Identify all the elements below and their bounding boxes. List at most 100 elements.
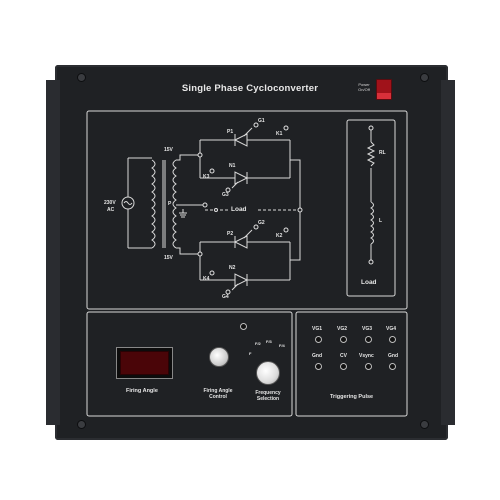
load-box-label: Load — [361, 279, 377, 286]
label-k2: K2 — [276, 233, 283, 239]
primary-leads — [128, 157, 152, 249]
gate-g4 — [231, 283, 239, 291]
label-k3: K3 — [203, 174, 210, 180]
label-k4: K4 — [203, 276, 210, 282]
trig-terminal-vg4[interactable] — [389, 336, 396, 343]
terminal-k3[interactable] — [209, 168, 215, 174]
terminal-top-in[interactable] — [197, 152, 203, 158]
load-terminal-top[interactable] — [368, 125, 374, 131]
gate-g1 — [243, 127, 253, 137]
label-k1: K1 — [276, 131, 283, 137]
firing-angle-label: Firing Angle — [126, 388, 158, 394]
trig-terminal-vg3[interactable] — [365, 336, 372, 343]
trig-terminal-gnd1[interactable] — [315, 363, 322, 370]
gate-g3 — [231, 181, 239, 189]
load-terminal-bottom[interactable] — [368, 259, 374, 265]
load-l-label: L — [379, 218, 383, 224]
trig-label-gnd2: Gnd — [388, 353, 398, 359]
frequency-selection-knob[interactable] — [256, 361, 280, 385]
trig-terminal-vsync[interactable] — [365, 363, 372, 370]
terminal-k4[interactable] — [209, 270, 215, 276]
terminal-k1[interactable] — [283, 125, 289, 131]
center-tap-label: P — [168, 201, 172, 207]
screw-top-left — [77, 73, 86, 82]
load-box — [346, 119, 396, 297]
firing-angle-control-label: Firing Angle Control — [203, 388, 233, 400]
trig-label-vg3: VG3 — [362, 326, 373, 332]
power-label-line1: Power — [358, 82, 370, 87]
resistor-rl-icon — [366, 141, 376, 167]
bottom-secondary-lead — [176, 247, 200, 255]
triggering-box — [295, 311, 408, 417]
load-label: Load — [231, 206, 247, 213]
freq-pos-2: F/3 — [266, 339, 272, 344]
label-g4: G4 — [222, 294, 229, 300]
freq-pos-3: F/4 — [279, 343, 285, 348]
trig-terminal-cv[interactable] — [340, 363, 347, 370]
trig-label-cv: CV — [340, 353, 347, 359]
display-screen — [120, 351, 169, 375]
label-p2: P2 — [227, 231, 234, 237]
label-g2: G2 — [258, 220, 265, 226]
frequency-selection-label: Frequency Selection — [252, 390, 284, 402]
load-rl-label: RL — [379, 150, 386, 156]
label-g1: G1 — [258, 118, 265, 124]
panel-title: Single Phase Cycloconverter — [181, 83, 319, 94]
terminal-g1[interactable] — [253, 122, 259, 128]
frequency-selection-line2: Selection — [256, 396, 280, 402]
scr-p1-icon — [233, 133, 248, 147]
trig-label-gnd1: Gnd — [312, 353, 322, 359]
trig-terminal-vg2[interactable] — [340, 336, 347, 343]
right-side-rail — [441, 80, 455, 425]
trig-terminal-gnd2[interactable] — [389, 363, 396, 370]
label-p1: P1 — [227, 129, 234, 135]
terminal-g4[interactable] — [225, 289, 231, 295]
firing-angle-control-line1: Firing Angle — [203, 388, 233, 394]
screw-bottom-left — [77, 420, 86, 429]
trig-label-vg2: VG2 — [337, 326, 348, 332]
label-g3: G3 — [222, 192, 229, 198]
source-voltage: 230V — [104, 200, 116, 206]
trig-label-vg4: VG4 — [386, 326, 397, 332]
bottom-voltage: 15V — [164, 255, 173, 261]
circuit-box — [86, 110, 408, 310]
trig-label-vg1: VG1 — [312, 326, 323, 332]
control-box — [86, 311, 293, 417]
frequency-selection-line1: Frequency — [255, 390, 281, 396]
power-label: Power On/Off — [352, 82, 376, 92]
freq-pos-4: F — [249, 351, 252, 356]
firing-angle-display — [116, 347, 173, 379]
firing-angle-control-line2: Control — [209, 394, 227, 400]
label-n1: N1 — [229, 163, 236, 169]
freq-pos-1: F/2 — [255, 341, 261, 346]
top-secondary-lead — [176, 154, 200, 161]
source-type: AC — [107, 207, 115, 213]
secondary-coil — [172, 159, 177, 249]
left-side-rail — [46, 80, 60, 425]
load-dot-1 — [214, 208, 218, 212]
control-test-point[interactable] — [240, 323, 247, 330]
terminal-center[interactable] — [202, 202, 208, 208]
gate-g2 — [243, 229, 253, 239]
top-voltage: 15V — [164, 147, 173, 153]
scr-n1-icon — [234, 171, 249, 185]
ground-icon — [179, 209, 187, 218]
triggering-pulse-caption: Triggering Pulse — [330, 394, 374, 400]
power-switch[interactable] — [376, 79, 392, 100]
screw-bottom-right — [420, 420, 429, 429]
terminal-g2[interactable] — [253, 224, 259, 230]
firing-angle-control-knob[interactable] — [209, 347, 229, 367]
terminal-k2[interactable] — [283, 227, 289, 233]
label-n2: N2 — [229, 265, 236, 271]
terminal-g3[interactable] — [225, 187, 231, 193]
terminal-output[interactable] — [297, 207, 303, 213]
sine-icon — [123, 201, 133, 205]
power-label-line2: On/Off — [358, 87, 370, 92]
screw-top-right — [420, 73, 429, 82]
scr-p2-icon — [233, 235, 248, 249]
primary-coil — [151, 159, 156, 249]
trig-terminal-vg1[interactable] — [315, 336, 322, 343]
terminal-bottom-in[interactable] — [197, 251, 203, 257]
inductor-l-icon — [370, 201, 374, 245]
